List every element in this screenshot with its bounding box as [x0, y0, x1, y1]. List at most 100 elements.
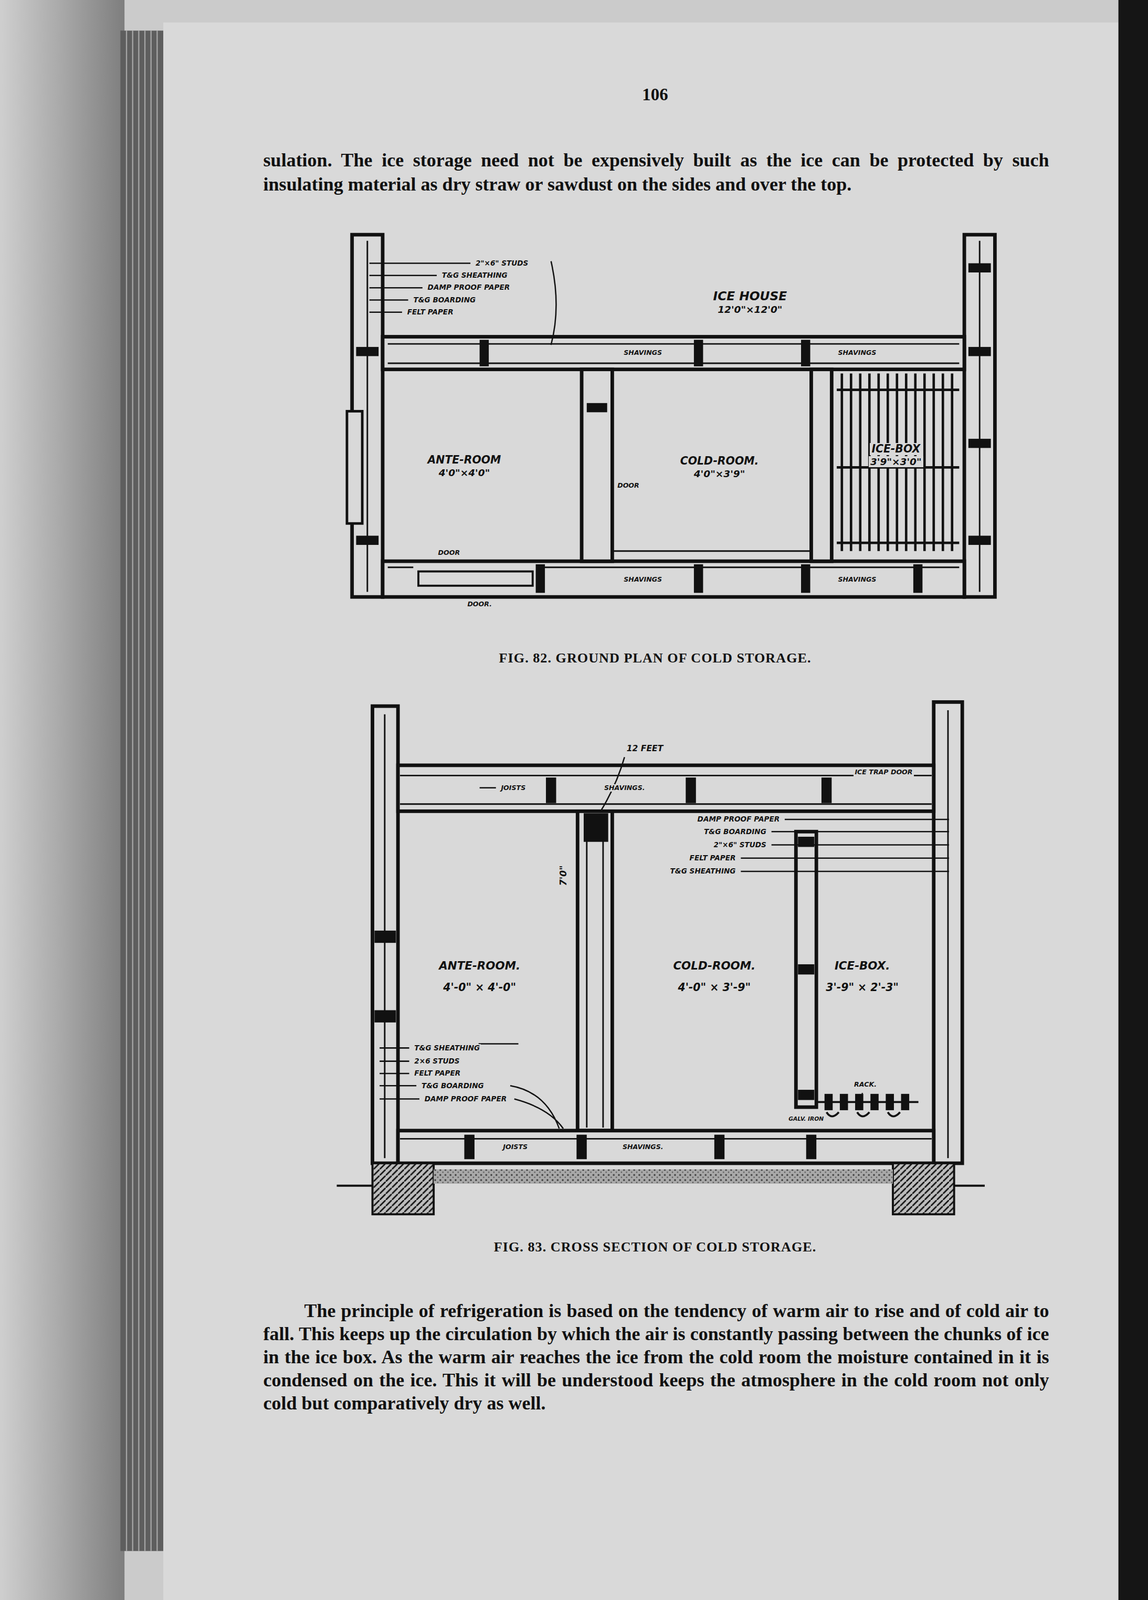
- stud: [535, 564, 545, 593]
- material-callout: T&G SHEATHING: [669, 867, 737, 876]
- door-label: DOOR: [437, 549, 462, 557]
- fill-label: SHAVINGS: [837, 575, 878, 584]
- stud: [355, 346, 379, 356]
- stud: [801, 339, 810, 367]
- plan-walls: [346, 234, 995, 597]
- joist: [576, 1134, 587, 1160]
- joist: [821, 777, 832, 804]
- room-label: ICE-BOX. 3'-9" × 2'-3": [824, 959, 901, 995]
- fill-label: SHAVINGS.: [621, 1143, 665, 1151]
- wall: [581, 369, 613, 562]
- room-label: ANTE-ROOM4'0"×4'0": [426, 454, 503, 479]
- ground-line: [336, 1184, 985, 1187]
- fill-label: SHAVINGS: [837, 349, 878, 357]
- material-callout: DAMP PROOF PAPER: [426, 283, 512, 292]
- leader-lines: [379, 756, 950, 1129]
- scan-border: [1118, 0, 1148, 1600]
- material-callout: FELT PAPER: [413, 1069, 462, 1078]
- joist: [545, 777, 556, 804]
- part-label: RACK.: [852, 1080, 878, 1089]
- wall: [795, 831, 817, 1108]
- material-callout: DAMP PROOF PAPER: [696, 815, 782, 824]
- stud: [968, 263, 992, 273]
- room-name: ICE-BOX: [869, 443, 922, 456]
- fill-label: SHAVINGS: [622, 349, 663, 357]
- figure-caption: FIG. 82. GROUND PLAN OF COLD STORAGE.: [499, 650, 812, 667]
- leader-lines: [369, 261, 557, 345]
- part-label: ICE TRAP DOOR: [853, 768, 914, 776]
- room-dimension: 4'0"×4'0": [437, 467, 492, 479]
- room-dimension: 4'-0" × 4'-0": [441, 981, 518, 994]
- joist: [685, 777, 696, 804]
- joist: [464, 1134, 475, 1160]
- room-label: ANTE-ROOM. 4'-0" × 4'-0": [437, 959, 522, 995]
- room-dimension: 3'9"×3'0": [868, 456, 924, 468]
- room-name: COLD-ROOM.: [678, 455, 761, 468]
- page-number: 106: [641, 85, 669, 105]
- wall: [811, 369, 832, 562]
- room-name: COLD-ROOM.: [671, 959, 757, 973]
- room-label: COLD-ROOM.4'0"×3'9": [678, 455, 761, 480]
- material-callout: FELT PAPER: [688, 854, 737, 863]
- stud: [583, 813, 609, 842]
- material-callout: FELT PAPER: [406, 308, 455, 317]
- room-label: ICE HOUSE12'0"×12'0": [711, 289, 789, 316]
- material-callout: T&G BOARDING: [420, 1081, 486, 1091]
- stud: [693, 339, 703, 367]
- room-name: ANTE-ROOM.: [437, 959, 522, 973]
- rack: [816, 1101, 919, 1116]
- material-callout: T&G SHEATHING: [413, 1044, 481, 1053]
- figure-caption: FIG. 83. CROSS SECTION OF COLD STORAGE.: [493, 1239, 817, 1256]
- door-frame: [577, 811, 613, 1131]
- book-edge: [0, 0, 125, 1600]
- stud: [797, 1089, 815, 1100]
- door: [418, 571, 533, 586]
- material-callout: 2×6 STUDS: [413, 1057, 461, 1066]
- stud: [479, 339, 489, 367]
- page-edges: [120, 30, 166, 1551]
- section-walls: [372, 701, 963, 1164]
- stud: [801, 564, 810, 593]
- joist: [806, 1134, 817, 1160]
- dimension-label: 7'0": [557, 864, 569, 888]
- plan-studs: [355, 263, 991, 594]
- material-callout: DAMP PROOF PAPER: [423, 1094, 509, 1104]
- room-label: ICE-BOX3'9"×3'0": [868, 443, 924, 468]
- room-name: ICE HOUSE: [711, 289, 789, 304]
- stud: [968, 346, 992, 356]
- stud: [968, 438, 992, 448]
- door-label: DOOR.: [466, 600, 493, 608]
- room-label: COLD-ROOM. 4'-0" × 3'-9": [671, 959, 757, 995]
- body-paragraph: The principle of refrigeration is based …: [263, 1299, 1050, 1415]
- foundation: [372, 1163, 435, 1215]
- wall-layer: [384, 710, 949, 1158]
- stud: [374, 930, 396, 943]
- material-callout: 2"×6" STUDS: [474, 259, 530, 268]
- fill-label: SHAVINGS.: [603, 784, 647, 792]
- floor: [397, 1130, 934, 1164]
- wall: [382, 336, 965, 370]
- part-label: JOISTS: [501, 1143, 529, 1151]
- joist: [714, 1134, 725, 1160]
- room-dimension: 3'-9" × 2'-3": [824, 981, 901, 994]
- body-paragraph: sulation. The ice storage need not be ex…: [263, 148, 1050, 197]
- material-callout: T&G BOARDING: [702, 827, 768, 837]
- stud: [374, 1009, 396, 1023]
- room-dimension: 4'0"×3'9": [692, 468, 747, 480]
- room-dimension: 12'0"×12'0": [715, 303, 784, 315]
- stud: [355, 535, 379, 545]
- foundation: [892, 1163, 955, 1215]
- part-label: JOISTS: [499, 784, 527, 792]
- material-callout: 2"×6" STUDS: [712, 840, 768, 850]
- fill-label: SHAVINGS: [622, 575, 663, 584]
- material-callout: T&G SHEATHING: [440, 271, 509, 280]
- room-name: ICE-BOX.: [833, 959, 892, 973]
- stud: [913, 564, 923, 593]
- room-dimension: 4'-0" × 3'-9": [676, 981, 753, 994]
- stud: [586, 403, 608, 413]
- room-name: ANTE-ROOM: [426, 454, 503, 467]
- material-callout: T&G BOARDING: [412, 296, 477, 305]
- dimension-label: 12 FEET: [625, 744, 665, 754]
